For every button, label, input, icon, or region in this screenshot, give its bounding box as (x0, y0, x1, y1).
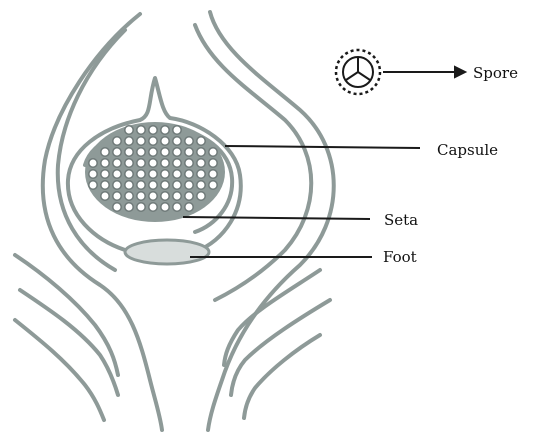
label-foot: Foot (383, 248, 417, 266)
spore-cell (197, 137, 205, 145)
spore-cell (161, 126, 169, 134)
spore-cell (197, 159, 205, 167)
spore-cell (185, 148, 193, 156)
spore-cell (113, 192, 121, 200)
spore-cell (173, 126, 181, 134)
spore-cell (149, 181, 157, 189)
spore-cell (89, 159, 97, 167)
spore-cell (209, 159, 217, 167)
spore-icon (336, 50, 380, 94)
spore-cell (89, 170, 97, 178)
leaf-left-3 (15, 320, 104, 420)
spore-cell (137, 181, 145, 189)
spore-cell (185, 203, 193, 211)
spore-cell (197, 181, 205, 189)
spore-mass (85, 122, 225, 222)
spore-cell (197, 148, 205, 156)
spore-cell (161, 137, 169, 145)
spore-cell (173, 137, 181, 145)
spore-cell (137, 137, 145, 145)
spore-cell (137, 159, 145, 167)
spore-cell (137, 170, 145, 178)
spore-cell (209, 148, 217, 156)
label-seta: Seta (384, 211, 418, 229)
label-capsule: Capsule (437, 141, 498, 159)
spore-cell (173, 148, 181, 156)
spore-cell (101, 170, 109, 178)
spore-cell (185, 159, 193, 167)
spore-cell (113, 203, 121, 211)
spore-cell (161, 192, 169, 200)
foot-shape (125, 240, 209, 264)
spore-cell (173, 159, 181, 167)
pointer-capsule (225, 146, 420, 148)
spore-cell (149, 148, 157, 156)
spore-cell (149, 126, 157, 134)
spore-cell (173, 203, 181, 211)
spore-cell (149, 159, 157, 167)
leaf-left-2 (20, 290, 118, 395)
pointer-seta (183, 217, 370, 219)
spore-cell (137, 203, 145, 211)
leaf-right-3 (244, 335, 320, 418)
calyptra-left-outer (43, 14, 162, 430)
label-spore: Spore (473, 64, 518, 82)
spore-cell (137, 192, 145, 200)
spore-cell (149, 137, 157, 145)
spore-cell (125, 159, 133, 167)
spore-cell (113, 148, 121, 156)
spore-cell (161, 170, 169, 178)
spore-cell (125, 192, 133, 200)
spore-cell (101, 181, 109, 189)
spore-cell (113, 170, 121, 178)
spore-cell (161, 203, 169, 211)
spore-cell (101, 159, 109, 167)
calyptra-right-outer (208, 12, 334, 430)
leaf-right-1 (224, 270, 320, 365)
spore-cell (197, 192, 205, 200)
spore-cell (101, 192, 109, 200)
spore-cell (125, 137, 133, 145)
spore-cell (197, 170, 205, 178)
spore-cell (125, 126, 133, 134)
spore-cell (125, 181, 133, 189)
spore-cell (137, 148, 145, 156)
spore-cell (113, 159, 121, 167)
spore-cell (185, 192, 193, 200)
spore-cell (209, 181, 217, 189)
spore-cell (173, 170, 181, 178)
leaf-right-2 (231, 300, 330, 395)
spore-cell (113, 181, 121, 189)
spore-cell (185, 181, 193, 189)
spore-cell (149, 192, 157, 200)
spore-cell (125, 148, 133, 156)
spore-cell (101, 148, 109, 156)
spore-cell (161, 159, 169, 167)
spore-cell (137, 126, 145, 134)
spore-cell (161, 148, 169, 156)
spore-cell (185, 170, 193, 178)
pointer-spore-arrow (455, 67, 465, 77)
spore-cell (113, 137, 121, 145)
spore-cell (185, 137, 193, 145)
spore-cell (209, 170, 217, 178)
spore-cell (149, 170, 157, 178)
spore-cell (125, 170, 133, 178)
spore-cell (173, 181, 181, 189)
spore-cell (89, 181, 97, 189)
spore-cell (125, 203, 133, 211)
spore-cell (149, 203, 157, 211)
spore-cell (161, 181, 169, 189)
spore-cell (173, 192, 181, 200)
